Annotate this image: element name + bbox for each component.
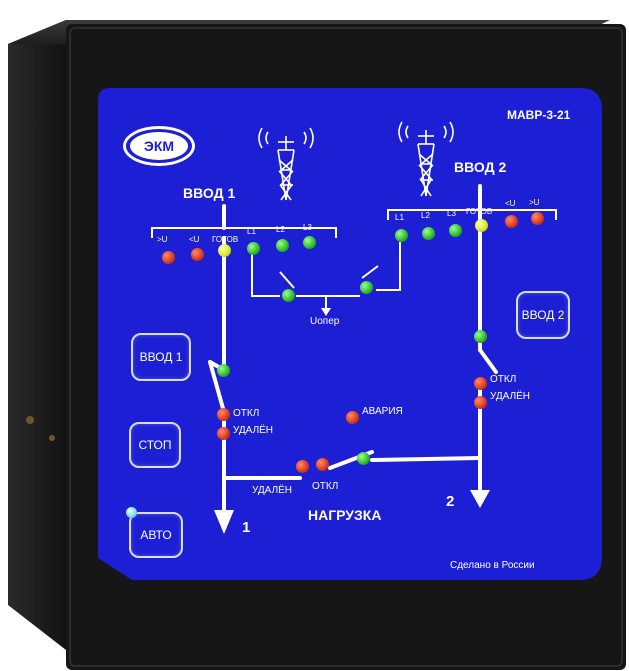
auto-button[interactable]: АВТО [129,512,183,558]
led-label: L2 [276,225,285,234]
section-remote-label: УДАЛЁН [252,485,293,496]
input2-title: ВВОД 2 [454,159,507,175]
led-label: ГОТОВ [466,207,493,216]
phase-l1-led [395,229,408,242]
section-remote-led [296,460,309,473]
led-label: >U [157,235,168,244]
switch1-remote-led [217,427,230,440]
led-label: L3 [447,209,456,218]
phase-l2-led [276,239,289,252]
arrow-down-icon [214,510,234,534]
switch2-closed-led [474,330,487,343]
ready-led [218,244,231,257]
overvoltage-led [531,212,544,225]
switch2-off-led [474,377,487,390]
tower-icon [398,121,454,197]
auto-mode-led [126,507,137,518]
section-closed-led [357,452,370,465]
undervoltage-led [505,215,518,228]
led-label: L3 [303,223,312,232]
housing-side [8,20,66,650]
logo-text: ЭКМ [130,132,188,160]
led-label: <U [189,235,200,244]
switch1-off-label: ОТКЛ [233,408,260,419]
model-label: МАВР-3-21 [507,108,571,122]
alarm-label: АВАРИЯ [362,406,403,417]
arrow-down-icon [470,490,490,508]
uoper-lines [251,242,401,310]
phase-l1-led [247,242,260,255]
led-label: L1 [247,227,256,236]
input1-title: ВВОД 1 [183,185,236,201]
alarm-led [346,411,359,424]
uoper-led [282,289,295,302]
switch2-remote-label: УДАЛЁН [490,391,531,402]
led-label: >U [529,198,540,207]
output2-number: 2 [446,493,455,510]
phase-l3-led [449,224,462,237]
led-label: L1 [395,213,404,222]
section-off-label: ОТКЛ [312,481,339,492]
output1-number: 1 [242,519,251,536]
stop-button[interactable]: СТОП [129,422,181,468]
undervoltage-led [191,248,204,261]
made-in-russia-label: Сделано в России [450,560,535,571]
side-screw [26,416,34,424]
switch2-off-label: ОТКЛ [490,374,517,385]
switch1-off-led [217,408,230,421]
uoper-led [360,281,373,294]
load-label: НАГРУЗКА [308,507,382,523]
uoper-label: Uопер [310,316,340,327]
phase-l2-led [422,227,435,240]
overvoltage-led [162,251,175,264]
section-off-led [316,458,329,471]
input2-button[interactable]: ВВОД 2 [516,291,570,339]
arrow-down-icon [321,308,331,316]
switch1-closed-led [217,364,230,377]
switch2-remote-led [474,396,487,409]
input1-button[interactable]: ВВОД 1 [131,333,191,381]
led-group-bracket [151,209,557,238]
led-label: <U [505,199,516,208]
side-screw [49,435,55,441]
tower-icon [258,127,314,201]
ready-led [475,219,488,232]
led-label: ГОТОВ [212,235,239,244]
ekm-logo: ЭКМ [123,126,195,166]
led-label: L2 [421,211,430,220]
phase-l3-led [303,236,316,249]
switch1-remote-label: УДАЛЁН [233,425,274,436]
